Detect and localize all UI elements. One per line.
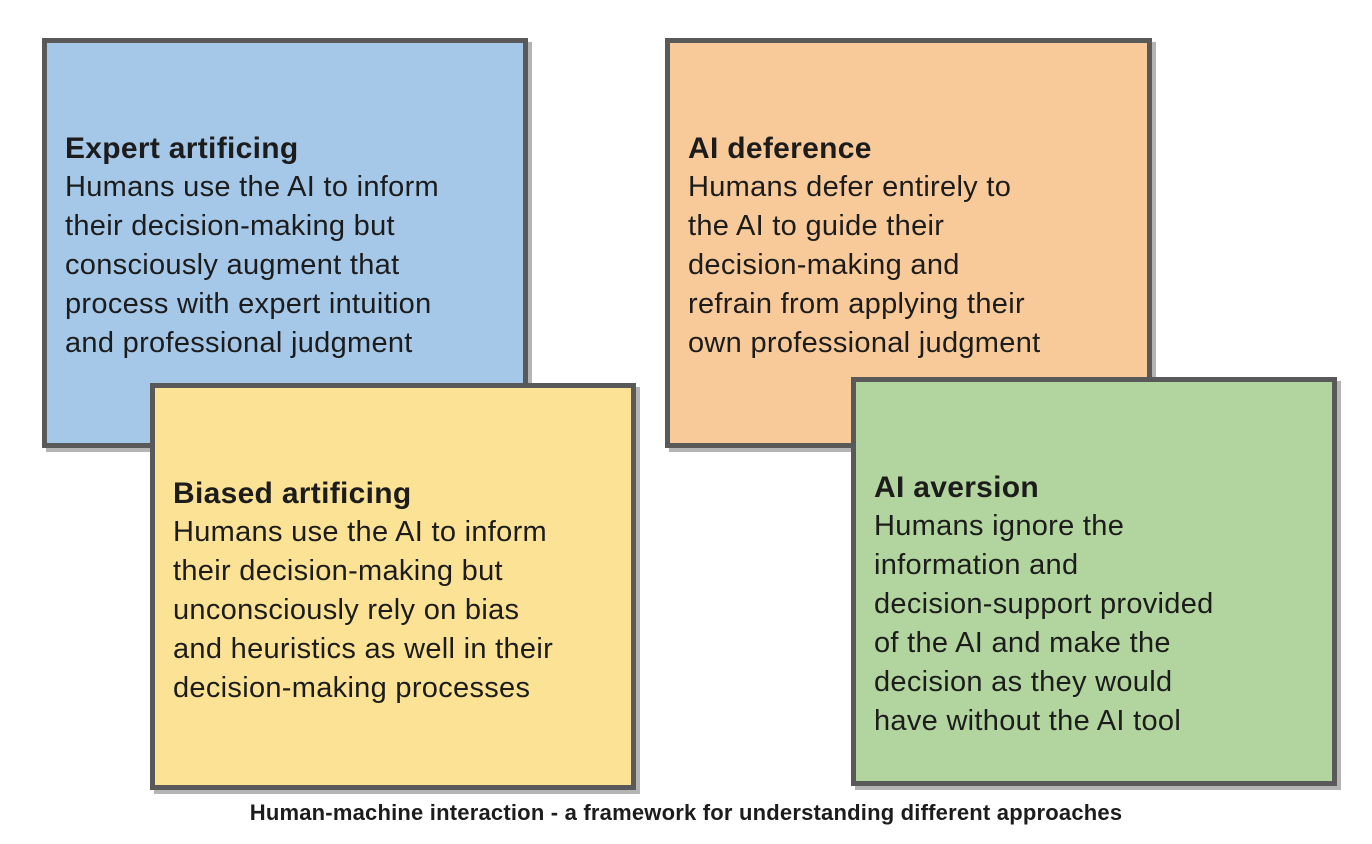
box-title-biased-artificing: Biased artificing: [173, 477, 412, 510]
box-biased-artificing: Biased artificing Humans use the AI to i…: [150, 383, 636, 790]
figure-caption: Human-machine interaction - a framework …: [249, 800, 1123, 825]
box-title-ai-aversion: AI aversion: [874, 471, 1040, 504]
box-ai-aversion: AI aversion Humans ignore the informatio…: [851, 377, 1337, 786]
box-title-expert-artificing: Expert artificing: [65, 132, 299, 165]
box-expert-artificing: Expert artificing Humans use the AI to i…: [42, 38, 528, 448]
box-title-ai-deference: AI deference: [688, 132, 872, 165]
box-body-expert-artificing: Humans use the AI to inform their decisi…: [65, 171, 439, 359]
box-body-biased-artificing: Humans use the AI to inform their decisi…: [173, 516, 554, 704]
box-body-ai-deference: Humans defer entirely to the AI to guide…: [688, 171, 1041, 359]
box-body-ai-aversion: Humans ignore the information and decisi…: [874, 510, 1214, 737]
